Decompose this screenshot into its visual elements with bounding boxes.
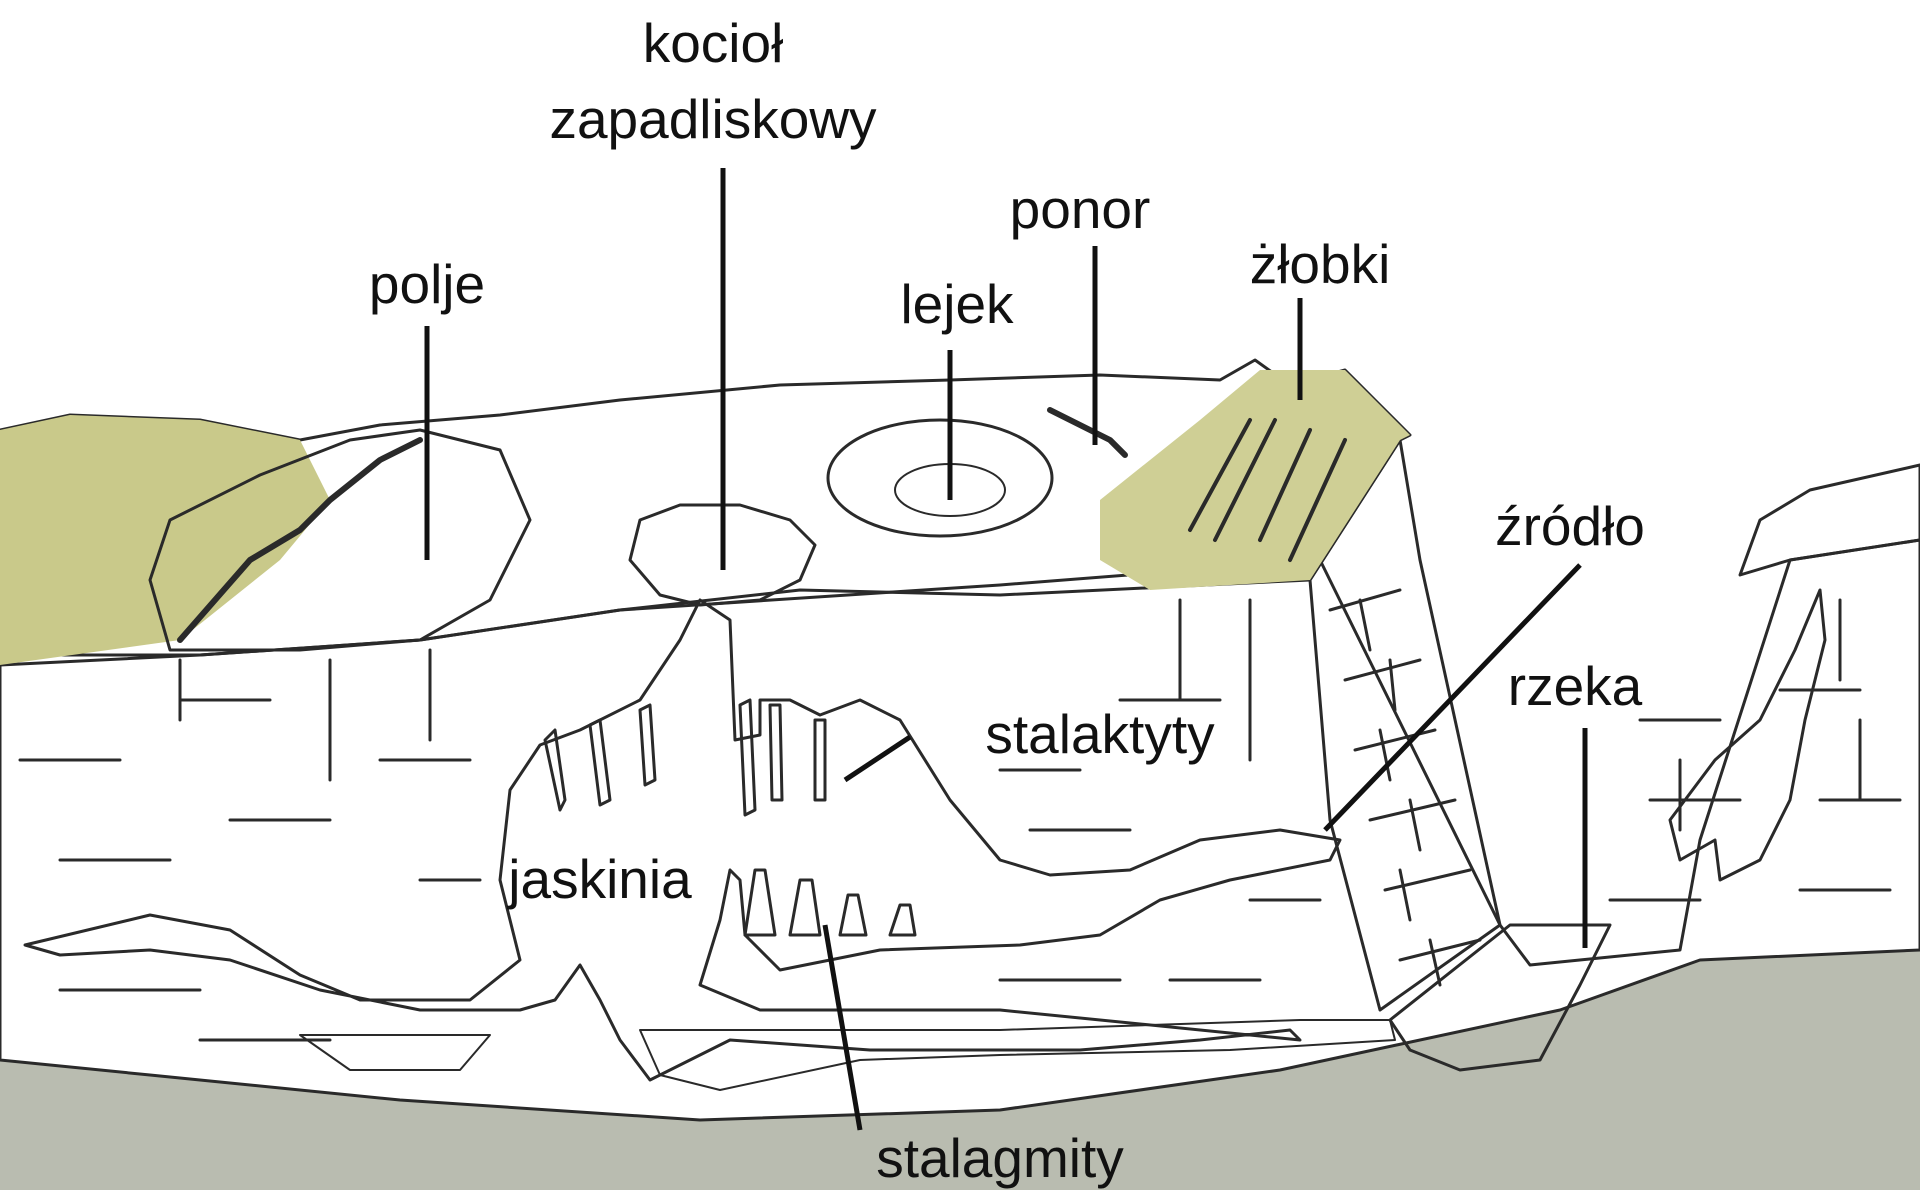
label-zlobki: żłobki bbox=[1250, 233, 1391, 295]
cave-system bbox=[25, 600, 1340, 1080]
sediment-lens bbox=[1670, 590, 1825, 880]
stalactites bbox=[545, 700, 825, 815]
ponor-mark bbox=[1050, 410, 1125, 455]
label-lejek: lejek bbox=[900, 273, 1014, 335]
doline bbox=[828, 420, 1052, 536]
label-rzeka: rzeka bbox=[1508, 655, 1643, 717]
leader-stalaktyty bbox=[845, 737, 910, 780]
cliff-bricks bbox=[1330, 590, 1480, 985]
label-stalagmity: stalagmity bbox=[876, 1127, 1124, 1189]
label-polje: polje bbox=[369, 253, 485, 315]
plateau-grass-right bbox=[1100, 370, 1410, 590]
label-kociol-line1: kocioł bbox=[643, 12, 784, 74]
right-hill-cap bbox=[1740, 465, 1920, 575]
label-ponor: ponor bbox=[1010, 178, 1151, 240]
label-jaskinia: jaskinia bbox=[506, 848, 692, 910]
label-kociol-line2: zapadliskowy bbox=[549, 88, 877, 150]
label-stalaktyty: stalaktyty bbox=[985, 703, 1215, 765]
label-zrodlo: źródło bbox=[1495, 495, 1645, 557]
stalagmites bbox=[745, 870, 915, 935]
